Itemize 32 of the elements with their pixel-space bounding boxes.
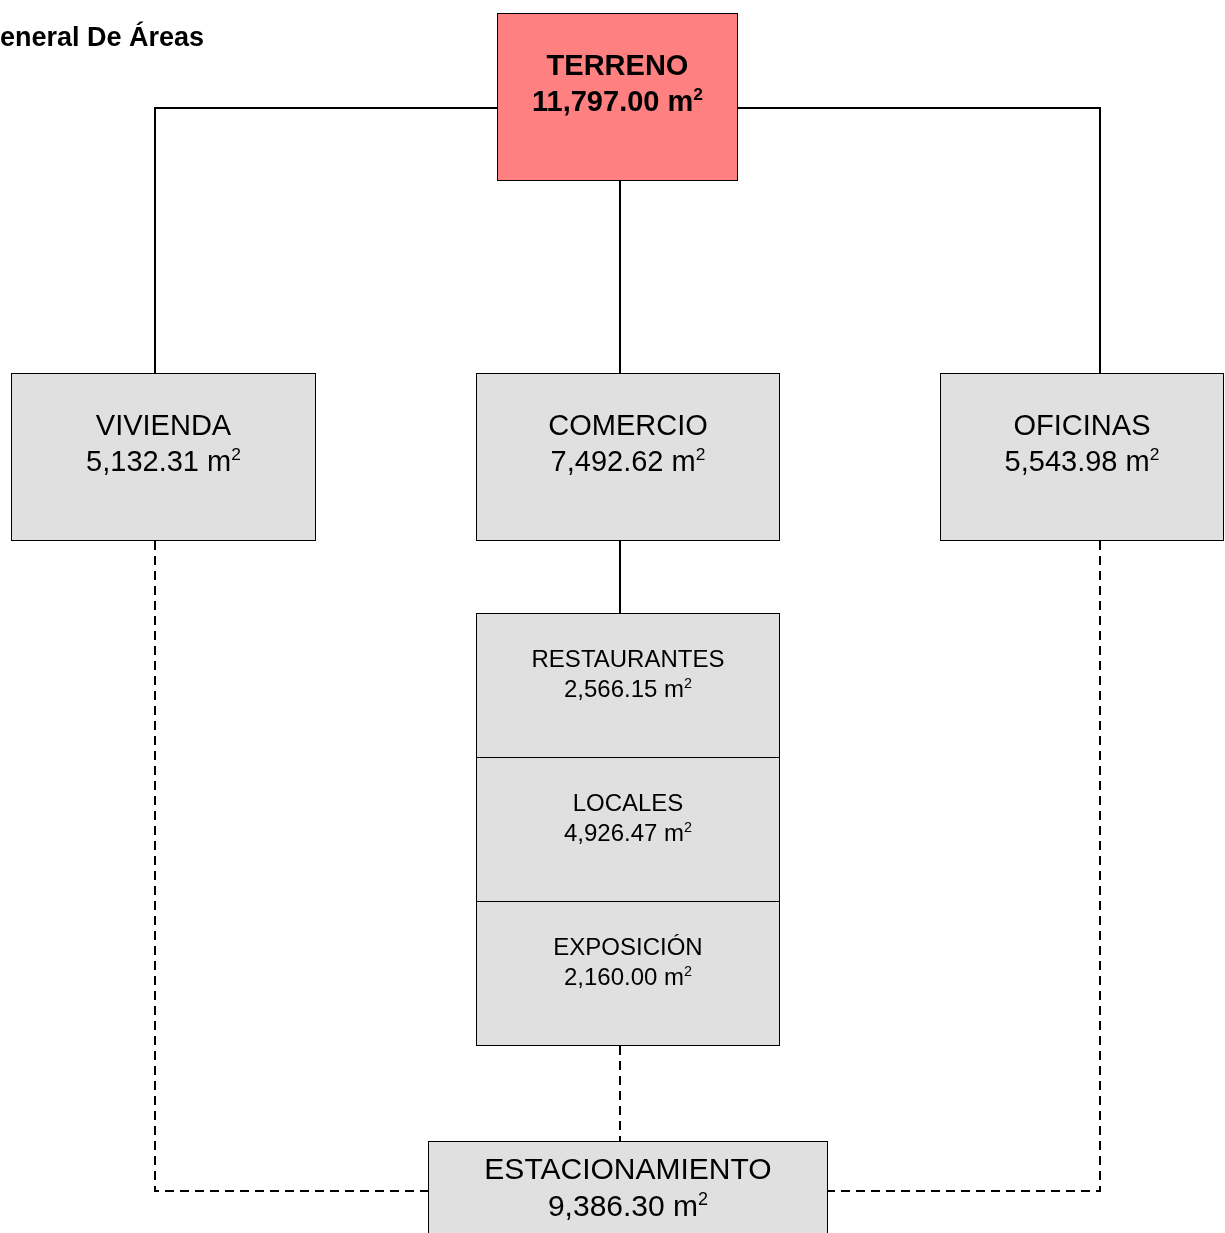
area-box (476, 901, 780, 1046)
area-value: 11,797.00 m$^{2}$ (532, 83, 703, 119)
area-box (940, 373, 1224, 541)
area-name: ESTACIONAMIENTO (484, 1150, 772, 1187)
area-value: 5,543.98 m$^{2}$ (1004, 443, 1160, 479)
area-name: RESTAURANTES (531, 643, 725, 674)
area-box (476, 373, 780, 541)
connector-line (619, 540, 621, 614)
connector-line (737, 107, 1101, 374)
area-name: EXPOSICIÓN (553, 931, 703, 962)
area-box (476, 613, 780, 758)
area-value: 4,926.47 m$^{2}$ (563, 817, 693, 848)
area-name: OFICINAS (1013, 407, 1151, 443)
diagram-title: eneral De Áreas (0, 22, 205, 53)
area-name: VIVIENDA (95, 407, 232, 443)
area-value: 2,566.15 m$^{2}$ (563, 673, 693, 704)
area-box (11, 373, 316, 541)
area-name: TERRENO (546, 47, 689, 83)
dashed-connector (619, 1045, 621, 1142)
connector-line (619, 180, 621, 374)
area-box (428, 1141, 828, 1233)
area-name: LOCALES (572, 787, 684, 818)
area-box (497, 13, 738, 181)
area-box (476, 757, 780, 902)
dashed-connector (154, 540, 429, 1192)
connector-line (154, 107, 498, 374)
area-value: 2,160.00 m$^{2}$ (563, 961, 693, 992)
area-value: 7,492.62 m$^{2}$ (550, 443, 706, 479)
area-value: 9,386.30 m$^{2}$ (547, 1188, 709, 1224)
area-name: COMERCIO (548, 407, 708, 443)
dashed-connector (827, 540, 1101, 1192)
area-value: 5,132.31 m$^{2}$ (86, 443, 241, 479)
